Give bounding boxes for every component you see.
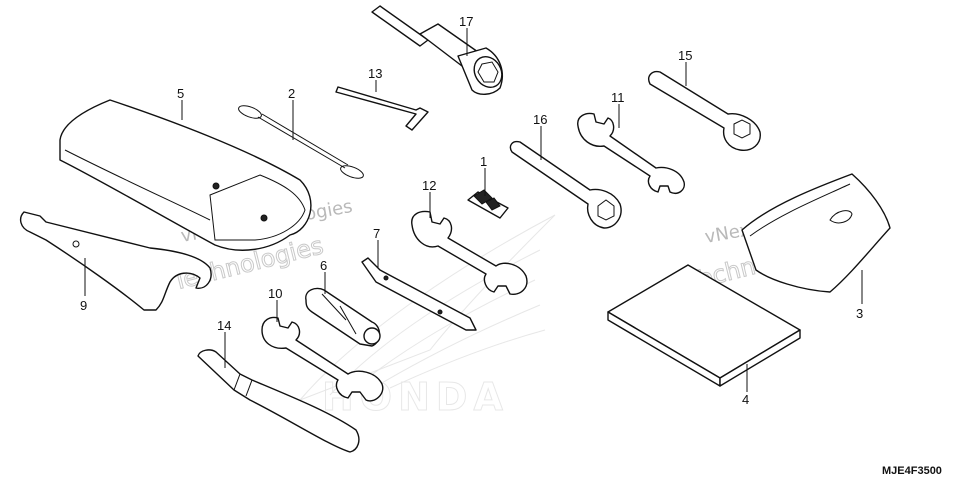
part-15-box-wrench xyxy=(648,70,761,151)
part-9-pin-spanner xyxy=(19,211,212,311)
part-8-screwdriver-handle xyxy=(305,287,381,347)
callout-17: 17 xyxy=(459,14,473,29)
callout-10: 10 xyxy=(268,286,282,301)
part-2-helmet-wire xyxy=(238,105,364,179)
callout-2: 2 xyxy=(288,86,295,101)
part-7-screwdriver-bit xyxy=(361,257,477,331)
callout-4: 4 xyxy=(742,392,749,407)
leader-lines xyxy=(84,28,863,392)
part-4-owners-manual xyxy=(607,264,801,387)
part-1-fuse-puller xyxy=(467,189,509,219)
callout-1: 1 xyxy=(480,154,487,169)
callout-13: 13 xyxy=(368,66,382,81)
callout-15: 15 xyxy=(678,48,692,63)
part-10-open-wrench xyxy=(261,316,384,402)
part-13-hex-key xyxy=(335,86,429,131)
part-11-open-wrench xyxy=(577,112,685,194)
callout-7: 7 xyxy=(373,226,380,241)
callout-5: 5 xyxy=(177,86,184,101)
part-17-plug-wrench xyxy=(371,5,504,95)
callout-9: 9 xyxy=(80,298,87,313)
callout-11: 11 xyxy=(611,90,625,105)
diagram-code: MJE4F3500 xyxy=(882,465,942,477)
callout-16: 16 xyxy=(533,112,547,127)
part-3-document-pouch xyxy=(741,173,891,293)
part-14-handle xyxy=(197,349,360,453)
part-5-tool-bag xyxy=(59,99,312,251)
callout-12: 12 xyxy=(422,178,436,193)
callout-3: 3 xyxy=(856,306,863,321)
part-12-open-wrench xyxy=(411,210,528,295)
callout-6: 6 xyxy=(320,258,327,273)
callout-14: 14 xyxy=(217,318,231,333)
callouts: 1 2 3 4 5 6 7 8 9 10 11 12 13 14 15 16 1… xyxy=(80,14,863,407)
part-16-box-wrench xyxy=(509,140,622,229)
